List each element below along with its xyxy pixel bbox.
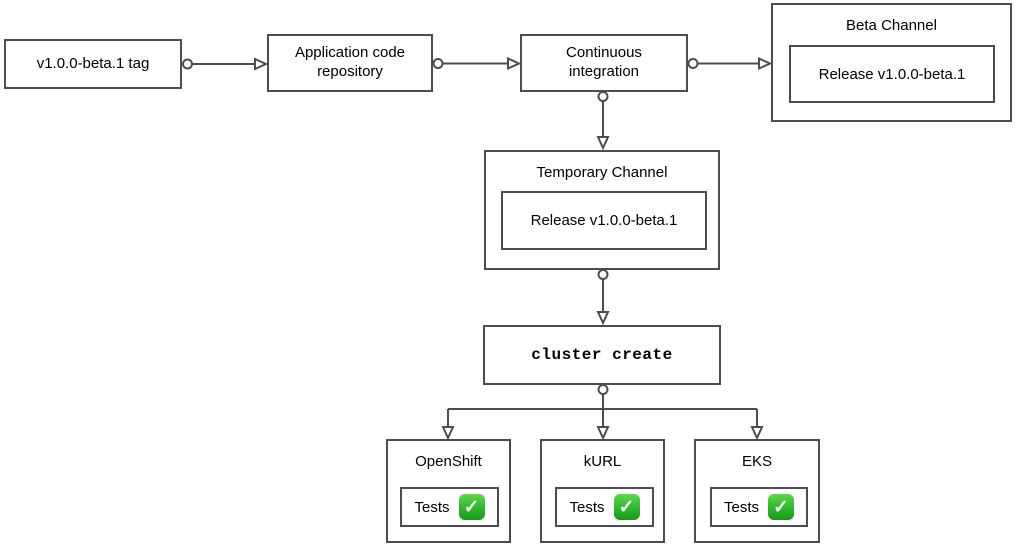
group-openshift: OpenShift Tests ✓ — [386, 439, 511, 543]
node-application-code-repository-label: Application code repository — [294, 44, 406, 80]
arrow-repo-to-ci — [432, 56, 522, 71]
node-cluster-create-label: cluster create — [531, 346, 673, 364]
node-cluster-create: cluster create — [483, 325, 721, 385]
node-continuous-integration: Continuous integration — [520, 34, 688, 92]
group-temporary-channel: Temporary Channel Release v1.0.0-beta.1 — [484, 150, 720, 270]
group-openshift-title: OpenShift — [415, 453, 482, 470]
arrow-temporary-channel-to-cluster-create — [596, 269, 610, 326]
check-icon: ✓ — [768, 494, 794, 520]
arrow-ci-to-temporary-channel — [596, 91, 610, 151]
group-beta-channel-title: Beta Channel — [846, 17, 937, 34]
check-icon: ✓ — [613, 494, 640, 520]
node-kurl-tests-label: Tests — [569, 498, 605, 516]
arrow-tag-to-repo — [182, 57, 269, 71]
node-openshift-tests: Tests ✓ — [400, 487, 499, 527]
node-temporary-release-label: Release v1.0.0-beta.1 — [530, 212, 678, 229]
node-temporary-release: Release v1.0.0-beta.1 — [501, 191, 707, 250]
node-continuous-integration-label: Continuous integration — [566, 44, 642, 80]
node-eks-tests-label: Tests — [723, 498, 759, 516]
node-beta-release-label: Release v1.0.0-beta.1 — [818, 65, 966, 83]
node-version-tag-label: v1.0.0-beta.1 tag — [36, 54, 150, 72]
group-eks-title: EKS — [741, 453, 772, 470]
arrow-ci-to-beta-channel — [687, 56, 773, 71]
node-application-code-repository: Application code repository — [267, 34, 433, 92]
node-openshift-tests-label: Tests — [414, 498, 450, 516]
group-kurl-title: kURL — [583, 453, 622, 470]
group-kurl: kURL Tests ✓ — [540, 439, 665, 543]
group-temporary-channel-title: Temporary Channel — [536, 164, 668, 181]
node-beta-release: Release v1.0.0-beta.1 — [789, 45, 995, 103]
group-eks: EKS Tests ✓ — [694, 439, 820, 543]
group-beta-channel: Beta Channel Release v1.0.0-beta.1 — [771, 3, 1012, 122]
node-kurl-tests: Tests ✓ — [555, 487, 654, 527]
check-icon: ✓ — [458, 494, 485, 520]
arrow-cluster-create-to-test-clusters — [441, 384, 764, 441]
node-version-tag: v1.0.0-beta.1 tag — [4, 39, 182, 89]
node-eks-tests: Tests ✓ — [710, 487, 808, 527]
